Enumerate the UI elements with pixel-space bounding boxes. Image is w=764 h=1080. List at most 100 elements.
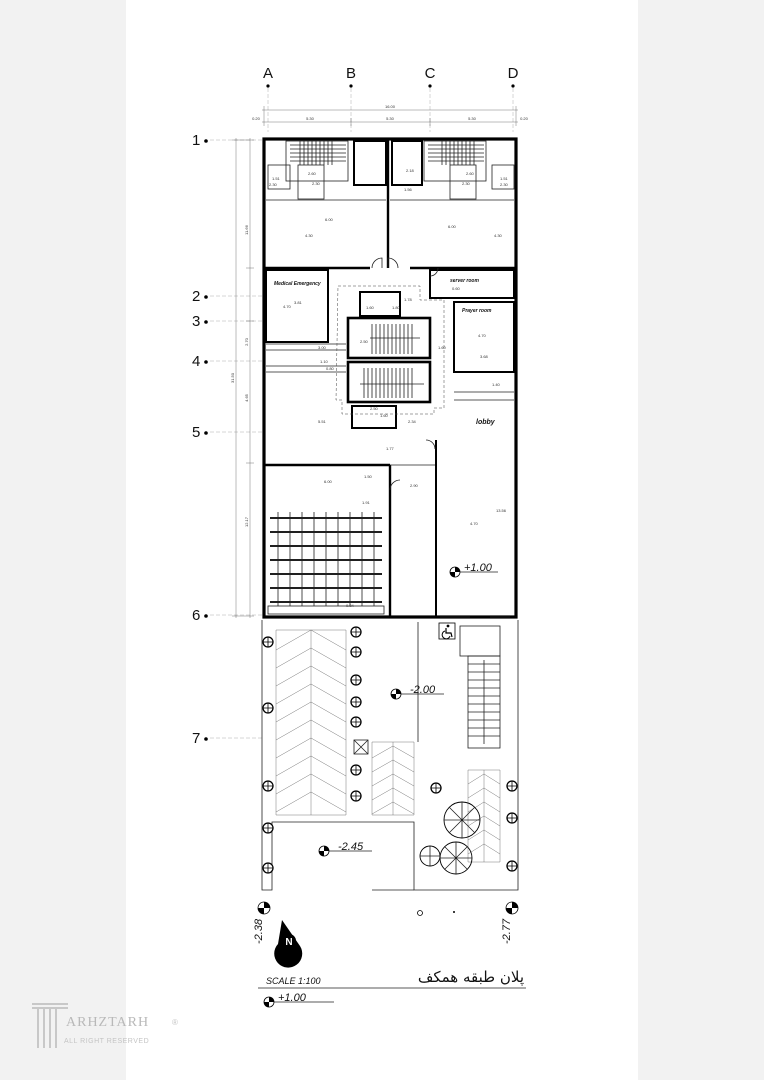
inner-dim: 0.60 — [452, 286, 461, 291]
top-dimension-chain: 16.00 5.30 5.30 5.30 0.20 0.20 — [252, 104, 529, 126]
inner-dim: 6.00 — [325, 217, 334, 222]
shrub-icon — [262, 702, 274, 714]
axis-label-7: 7 — [192, 730, 200, 747]
entry-stairs — [459, 625, 501, 749]
legend-level: +1.00 — [278, 992, 307, 1004]
inner-dim: 1.60 — [438, 345, 447, 350]
inner-dim: 6.00 — [324, 479, 333, 484]
trees — [262, 626, 518, 874]
inner-dim: 2.60 — [308, 171, 317, 176]
shrub-icon — [350, 696, 362, 708]
inner-dim: 2.30 — [462, 181, 471, 186]
inner-dim: 2.60 — [466, 171, 475, 176]
level-marker-icon: -2.77 — [501, 901, 519, 944]
inner-dim: 1.51 — [272, 176, 281, 181]
inner-dim: 3.68 — [480, 354, 489, 359]
inner-dim: 1.80 — [392, 305, 401, 310]
level-marker-icon: +1.00 — [263, 992, 334, 1008]
inner-dim: 4.70 — [478, 333, 487, 338]
inner-dim: 1.60 — [380, 413, 389, 418]
title-block: SCALE 1:100 پلان طبقه همکف +1.00 — [258, 968, 526, 1008]
axis-label-1: 1 — [192, 132, 200, 149]
shrub-icon — [506, 860, 518, 872]
room-labels: Medical Emergency server room Prayer roo… — [274, 278, 496, 426]
logo-brand-text: ARHZTARH — [66, 1015, 150, 1030]
lobby-outline — [335, 285, 445, 415]
room-label-lobby: lobby — [476, 419, 496, 426]
inner-dim: 2.90 — [410, 483, 419, 488]
left-dimension-chain: 31.50 11.66 2.70 4.65 12.17 — [230, 138, 254, 618]
level-marker-icon: -2.45 — [318, 841, 372, 857]
yard — [261, 620, 519, 891]
inner-dim: 2.30 — [312, 181, 321, 186]
room-label-medical: Medical Emergency — [274, 281, 321, 287]
depth-dim-3: 4.65 — [244, 393, 249, 402]
level-yard: -2.00 — [410, 684, 436, 696]
paving-left — [275, 629, 347, 816]
inner-dim: 2.50 — [360, 339, 369, 344]
inner-dim: 3.00 — [318, 345, 327, 350]
level-right-corner: -2.77 — [501, 918, 513, 944]
inner-dim: 1.10 — [320, 359, 329, 364]
edge-left-dim: 0.20 — [252, 116, 261, 121]
inner-dim: 1.51 — [500, 176, 509, 181]
back-stairs — [290, 141, 484, 165]
brand-logo: ARHZTARH ALL RIGHT RESERVED ® — [30, 1000, 180, 1052]
inner-dim: 1.77 — [386, 446, 395, 451]
inner-dim: 1.56 — [404, 187, 413, 192]
drawing-sheet — [126, 0, 638, 1080]
span-cd-dim: 5.30 — [468, 116, 477, 121]
inner-dim: 1.50 — [364, 474, 373, 479]
svg-text:N: N — [285, 937, 292, 948]
logo-registered-mark: ® — [172, 1018, 178, 1027]
overall-depth-dim: 31.50 — [230, 372, 235, 383]
axis-label-2: 2 — [192, 288, 200, 305]
shrub-icon — [350, 646, 362, 658]
inner-dim: 2.34 — [408, 419, 417, 424]
inner-dim: 4.70 — [283, 304, 292, 309]
wheelchair-icon — [438, 622, 456, 640]
axis-label-3: 3 — [192, 313, 200, 330]
level-floor: +1.00 — [464, 562, 493, 574]
span-ab-dim: 5.30 — [306, 116, 315, 121]
shrub-icon — [350, 674, 362, 686]
paving-middle — [353, 739, 415, 816]
inner-dim: 4.70 — [470, 521, 479, 526]
inner-dim: 3.81 — [294, 300, 303, 305]
inner-dim: 2.30 — [500, 182, 509, 187]
axis-label-b: B — [346, 65, 356, 82]
shrub-icon — [262, 862, 274, 874]
inner-dim: 1.40 — [492, 382, 501, 387]
axis-label-c: C — [425, 65, 436, 82]
depth-dim-1: 11.66 — [244, 224, 249, 234]
inner-dim: 1.60 — [366, 305, 375, 310]
axis-label-5: 5 — [192, 424, 200, 441]
level-marker-icon: -2.38 — [253, 901, 271, 944]
shrub-icon — [262, 780, 274, 792]
grid-axis-labels: A B C D 1 2 3 4 5 6 7 — [192, 65, 519, 747]
level-marker-icon: +1.00 — [449, 562, 498, 578]
inner-dim: 0.84 — [346, 603, 355, 608]
logo-rights-text: ALL RIGHT RESERVED — [64, 1038, 150, 1045]
depth-dim-2: 2.70 — [244, 337, 249, 346]
parking-bays — [267, 512, 385, 615]
shrub-icon — [350, 716, 362, 728]
logo-emblem-icon — [32, 1003, 68, 1048]
axis-label-6: 6 — [192, 607, 200, 624]
building-walls — [262, 137, 518, 619]
shrub-icon — [350, 764, 362, 776]
core-stairs — [360, 324, 424, 398]
scale-label: SCALE 1:100 — [266, 976, 321, 986]
overall-width-dim: 16.00 — [385, 104, 396, 109]
inner-dim: 2.18 — [406, 168, 415, 173]
inner-dim: 13.56 — [496, 508, 507, 513]
edge-right-dim: 0.20 — [520, 116, 529, 121]
inner-dim: 6.00 — [448, 224, 457, 229]
room-label-prayer: Prayer room — [462, 308, 492, 314]
depth-dim-4: 12.17 — [244, 516, 249, 527]
inner-dim: 1.91 — [362, 500, 371, 505]
level-lower-yard: -2.45 — [338, 841, 364, 853]
span-bc-dim: 5.30 — [386, 116, 395, 121]
inner-dim: 4.30 — [494, 233, 503, 238]
